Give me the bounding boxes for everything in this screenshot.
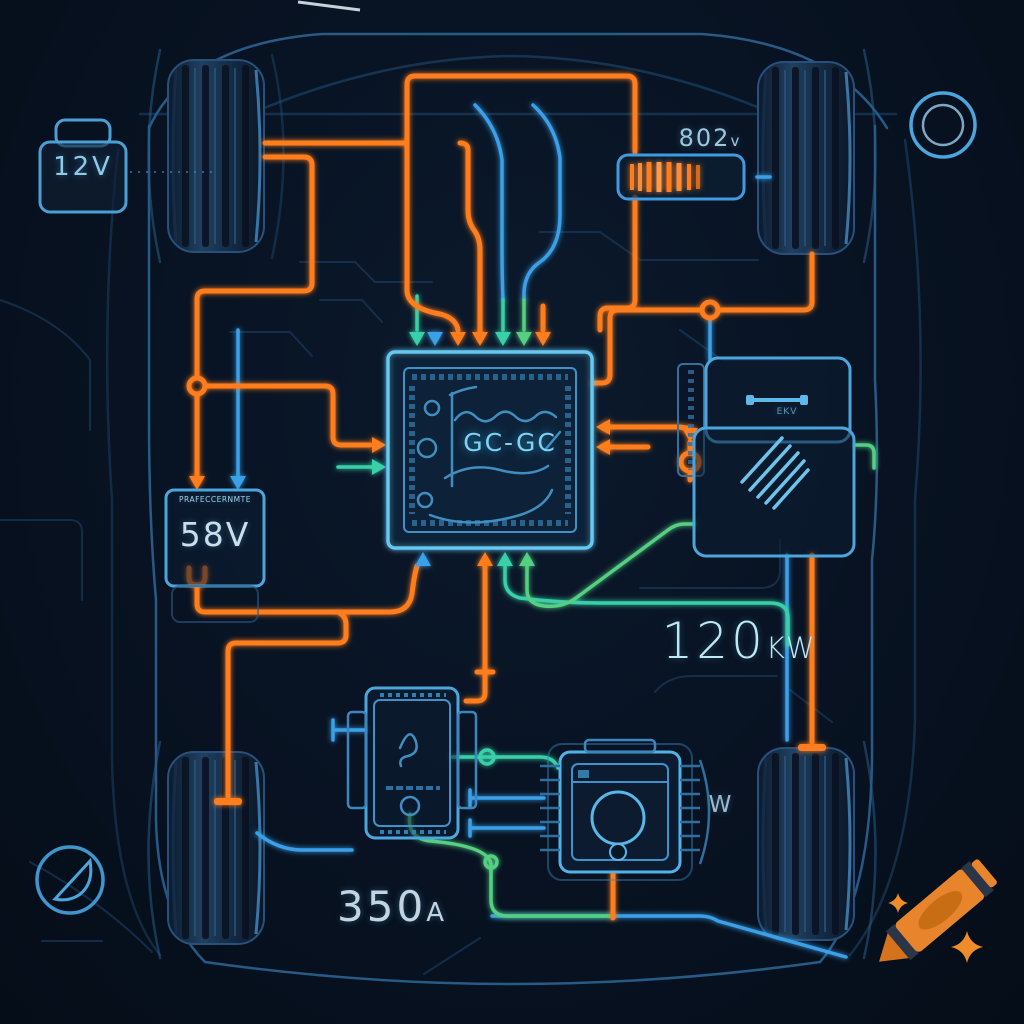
current-value: 350 — [337, 882, 427, 931]
droplet-gauge-icon — [35, 845, 105, 915]
pack-voltage-unit: v — [730, 132, 742, 150]
traction-battery-icon — [616, 153, 746, 201]
aux-battery-icon — [38, 118, 212, 214]
converter-voltage-label: 58V — [179, 515, 251, 554]
power-unit: KW — [765, 631, 817, 665]
tire-front-left — [166, 58, 266, 254]
charger-module — [677, 356, 856, 558]
tire-rear-left — [166, 750, 266, 946]
controller-chip — [386, 350, 594, 550]
concentric-circles-icon — [909, 91, 977, 159]
sparkle-icon — [888, 893, 908, 913]
motor-unit-label: W — [708, 792, 732, 818]
blue-wires — [236, 103, 848, 959]
current-label: 350A — [324, 882, 460, 931]
crayon-icon — [879, 859, 997, 963]
current-unit: A — [426, 898, 447, 928]
dc-converter-module — [164, 488, 266, 623]
sparkle-icon — [951, 931, 983, 963]
tire-front-right — [756, 60, 856, 256]
converter-small-text: PRAFECCERNMTE — [179, 495, 251, 504]
pack-voltage-label: 802v — [660, 124, 760, 152]
power-value: 120 — [661, 612, 766, 670]
pack-voltage-value: 802 — [678, 124, 731, 152]
inverter-module — [346, 686, 478, 840]
controller-chip-label: GC-GC — [463, 428, 557, 457]
motor-ribs — [540, 764, 700, 852]
tire-rear-right — [756, 746, 856, 942]
background-circuit-traces — [0, 0, 833, 975]
aux-battery-voltage-label: 12V — [53, 152, 113, 182]
hatch-symbol — [740, 436, 810, 510]
power-label: 120KW — [656, 612, 822, 670]
module-small-text: EKV — [776, 407, 798, 417]
chip-engraving — [416, 385, 562, 524]
motor — [540, 738, 711, 881]
